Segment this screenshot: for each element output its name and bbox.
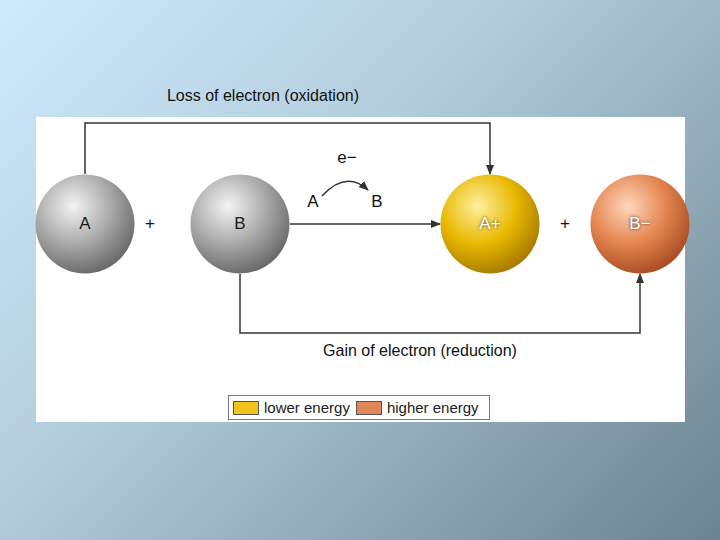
reaction-symbol: A: [307, 192, 318, 212]
edge-label: Loss of electron (oxidation): [167, 87, 359, 105]
legend-item: higher energy: [356, 399, 485, 416]
legend-text: lower energy: [264, 399, 350, 416]
legend-item: lower energy: [233, 399, 356, 416]
plus-sign: +: [145, 214, 155, 234]
bracket-arrow: [240, 274, 640, 333]
bracket-arrow: [85, 123, 490, 174]
atom-sphere: A+: [440, 174, 540, 274]
sphere-fill: [591, 175, 690, 274]
sphere-fill: [191, 175, 290, 274]
plus-sign: +: [560, 214, 570, 234]
atom-sphere: B−: [590, 174, 690, 274]
electron-symbol: e−: [337, 148, 356, 168]
legend-swatch: [356, 401, 382, 415]
atom-symbol: A+: [479, 214, 500, 234]
legend-swatch: [233, 401, 259, 415]
edge-label: Gain of electron (reduction): [323, 342, 517, 360]
legend-box: lower energy higher energy: [228, 395, 490, 420]
atom-sphere: B: [190, 174, 290, 274]
atom-sphere: A: [35, 174, 135, 274]
electron-transfer-arrow: [322, 181, 368, 196]
atom-symbol: A: [79, 214, 90, 234]
reaction-symbol: B: [371, 192, 382, 212]
reaction-arrow: [290, 223, 440, 225]
panel: [36, 117, 685, 422]
sphere-fill: [441, 175, 540, 274]
sphere-fill: [36, 175, 135, 274]
atom-symbol: B: [234, 214, 245, 234]
legend-text: higher energy: [387, 399, 479, 416]
atom-symbol: B−: [629, 214, 650, 234]
